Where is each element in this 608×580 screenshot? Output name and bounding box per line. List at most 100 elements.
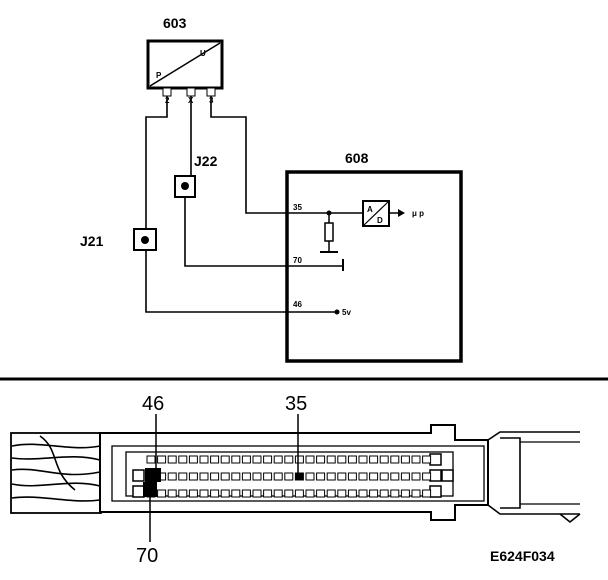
connector-pin-cavity <box>422 455 432 464</box>
connector-pin-cavity <box>316 472 326 481</box>
connector-pin-cavity <box>188 489 198 498</box>
connector-pin-cavity <box>241 455 251 464</box>
connector-pin-cavity <box>316 489 326 498</box>
connector-pin-cavity <box>305 489 315 498</box>
connector-pin-35-callout: 35 <box>285 393 307 415</box>
sensor-symbol-u: U <box>200 49 206 58</box>
connector-pin-cavity <box>220 489 230 498</box>
connector-pin-cavity <box>231 489 241 498</box>
connector-pin-cavity <box>210 489 220 498</box>
connector-pin-cavity <box>146 455 156 464</box>
connector-pin-cavity <box>220 472 230 481</box>
connector-pin-cavity <box>347 455 357 464</box>
pin-46-terminal <box>145 468 161 482</box>
connector-pin-cavity <box>252 455 262 464</box>
connector-pin-cavity <box>231 455 241 464</box>
connector-pin-cavity <box>167 489 177 498</box>
connector-pin-cavity <box>157 489 167 498</box>
connector-pin-cavity <box>178 455 188 464</box>
connector-pin-cavity <box>199 472 209 481</box>
connector-pin-cavity <box>294 455 304 464</box>
junction-j22-label: J22 <box>194 153 218 169</box>
connector-pin-cavity <box>263 455 273 464</box>
connector-pin-cavity <box>400 472 410 481</box>
connector-pin-cavity <box>379 472 389 481</box>
connector-pin-cavity <box>326 472 336 481</box>
connector-pin-cavity <box>369 489 379 498</box>
connector-pin-cavity <box>390 472 400 481</box>
ecu-pin-70-label: 70 <box>293 256 302 265</box>
connector-pin-cavity <box>369 455 379 464</box>
ecu-id-label: 608 <box>345 150 369 166</box>
connector-pin-cavity <box>411 455 421 464</box>
connector-pin-cavity <box>252 472 262 481</box>
connector-pin-array <box>143 455 432 498</box>
connector-pin-cavity <box>390 489 400 498</box>
connector-pin-cavity <box>337 455 347 464</box>
converter-a-label: A <box>367 205 373 214</box>
connector-pin-cavity <box>199 455 209 464</box>
connector-pin-cavity <box>241 472 251 481</box>
connector-pin-cavity <box>305 472 315 481</box>
sensor-symbol-p: P <box>156 71 162 80</box>
connector-pin-70-callout: 70 <box>136 545 158 567</box>
connector-pin-cavity <box>157 455 167 464</box>
connector-pin-cavity <box>422 489 432 498</box>
connector-pin-cavity <box>167 455 177 464</box>
connector-pin-cavity <box>284 455 294 464</box>
connector-pin-cavity <box>178 472 188 481</box>
control-module: A D μ p 5v 35 70 46 <box>285 170 463 363</box>
connector-pin-cavity <box>347 489 357 498</box>
connector-pin-cavity <box>369 472 379 481</box>
connector-pin-cavity <box>422 472 432 481</box>
connector-pin-cavity <box>294 489 304 498</box>
connector-pin-cavity <box>358 489 368 498</box>
connector-pin-cavity <box>379 489 389 498</box>
connector-pin-cavity <box>284 489 294 498</box>
connector-pin-cavity <box>411 472 421 481</box>
junction-j21-label: J21 <box>80 233 104 249</box>
connector-pin-cavity <box>273 455 283 464</box>
connector-pin-cavity <box>263 489 273 498</box>
supply-voltage-label: 5v <box>342 308 351 317</box>
connector-pin-cavity <box>273 489 283 498</box>
pin-70-terminal <box>143 482 157 497</box>
connector-pin-cavity <box>390 455 400 464</box>
connector-pin-cavity <box>178 489 188 498</box>
connector-pin-cavity <box>199 489 209 498</box>
connector-pin-cavity <box>326 489 336 498</box>
connector-pin-cavity <box>337 489 347 498</box>
connector-pin-cavity <box>411 489 421 498</box>
connector-pin-cavity <box>316 455 326 464</box>
converter-d-label: D <box>377 216 383 225</box>
connector-pin-cavity <box>231 472 241 481</box>
microprocessor-label: μ p <box>412 209 424 218</box>
connector-pin-cavity <box>400 455 410 464</box>
ecu-pin-35-label: 35 <box>293 203 302 212</box>
connector-pin-cavity <box>241 489 251 498</box>
ecu-pin-46-label: 46 <box>293 300 302 309</box>
junction-j21 <box>133 228 157 251</box>
wiring <box>145 96 363 313</box>
connector-pin-cavity <box>252 489 262 498</box>
connector-pin-cavity <box>337 472 347 481</box>
connector-pin-cavity <box>305 455 315 464</box>
connector-pin-cavity <box>263 472 273 481</box>
connector-pin-cavity <box>188 455 198 464</box>
sensor-id-label: 603 <box>163 15 187 31</box>
junction-j22 <box>174 175 196 198</box>
connector-pin-cavity <box>379 455 389 464</box>
connector-pin-46-callout: 46 <box>142 393 164 415</box>
connector-pin-cavity <box>326 455 336 464</box>
connector-view <box>10 424 581 524</box>
connector-pin-cavity <box>273 472 283 481</box>
connector-pin-cavity <box>210 472 220 481</box>
connector-pin-cavity <box>294 472 304 481</box>
figure-code: E624F034 <box>490 548 555 564</box>
connector-pin-cavity <box>167 472 177 481</box>
connector-pin-cavity <box>400 489 410 498</box>
connector-pin-cavity <box>358 472 368 481</box>
connector-pin-cavity <box>210 455 220 464</box>
connector-pin-cavity <box>347 472 357 481</box>
